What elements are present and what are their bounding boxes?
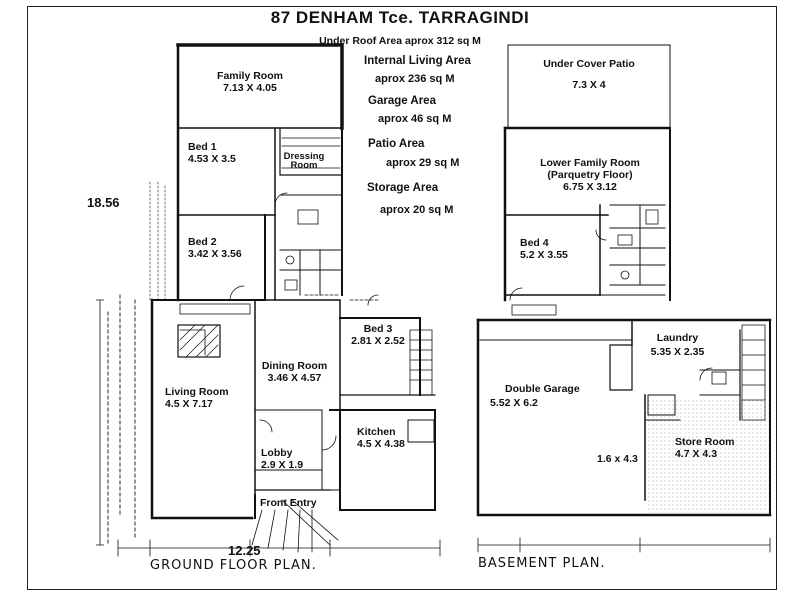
- room-small-store-size: 1.6 x 4.3: [597, 453, 638, 465]
- room-bed2-size: 3.42 X 3.56: [188, 248, 242, 260]
- room-patio: Under Cover Patio 7.3 X 4: [525, 58, 653, 91]
- area-value-patio: aprox 29 sq M: [386, 157, 460, 169]
- room-lobby: Lobby 2.9 X 1.9: [261, 447, 303, 471]
- room-bed4: Bed 4 5.2 X 3.55: [520, 237, 568, 261]
- room-bed1-name: Bed 1: [188, 141, 217, 153]
- room-bed1-size: 4.53 X 3.5: [188, 153, 236, 165]
- basement-plan-label: BASEMENT PLAN.: [478, 556, 606, 571]
- room-living-name: Living Room: [165, 386, 229, 398]
- room-bed4-name: Bed 4: [520, 237, 549, 249]
- room-living: Living Room 4.5 X 7.17: [165, 386, 229, 410]
- page-title: 87 DENHAM Tce. TARRAGINDI: [270, 8, 530, 27]
- room-patio-size: 7.3 X 4: [572, 79, 606, 91]
- room-kitchen: Kitchen 4.5 X 4.38: [357, 426, 405, 450]
- room-laundry-name: Laundry: [656, 332, 699, 344]
- room-bed3-size: 2.81 X 2.52: [351, 335, 405, 347]
- area-label-storage: Storage Area: [367, 182, 439, 194]
- room-lobby-name: Lobby: [261, 447, 293, 459]
- room-family-name: Family Room: [217, 70, 283, 82]
- room-laundry-size: 5.35 X 2.35: [650, 346, 705, 358]
- room-garage-size: 5.52 X 6.2: [490, 397, 538, 409]
- room-living-size: 4.5 X 7.17: [165, 398, 213, 410]
- room-store-size: 4.7 X 4.3: [675, 448, 718, 460]
- room-garage-name: Double Garage: [505, 383, 580, 395]
- room-dressing: Dressing Room: [283, 151, 325, 171]
- room-lower-family-note: (Parquetry Floor): [547, 169, 633, 181]
- room-patio-name: Under Cover Patio: [543, 58, 635, 70]
- room-bed2: Bed 2 3.42 X 3.56: [188, 236, 242, 260]
- room-store-name: Store Room: [675, 436, 735, 448]
- room-dining: Dining Room 3.46 X 4.57: [257, 360, 332, 384]
- room-lobby-size: 2.9 X 1.9: [261, 459, 304, 471]
- room-family-size: 7.13 X 4.05: [223, 82, 277, 94]
- area-label-internal: Internal Living Area: [364, 55, 471, 67]
- dimension-width: 12.25: [228, 543, 261, 558]
- room-bed2-name: Bed 2: [188, 236, 217, 248]
- ground-floor-walls: [107, 43, 441, 557]
- area-value-internal: aprox 236 sq M: [375, 73, 455, 85]
- room-dining-size: 3.46 X 4.57: [267, 372, 322, 384]
- area-value-storage: aprox 20 sq M: [380, 204, 454, 216]
- room-front-entry: Front Entry: [260, 497, 317, 509]
- room-bed3: Bed 3 2.81 X 2.52: [343, 323, 413, 347]
- basement-walls: [476, 44, 772, 553]
- room-bed1: Bed 1 4.53 X 3.5: [188, 141, 236, 165]
- area-label-garage: Garage Area: [368, 95, 436, 107]
- drawing-frame: [27, 6, 777, 590]
- room-kitchen-name: Kitchen: [357, 426, 396, 438]
- room-lower-family: Lower Family Room (Parquetry Floor) 6.75…: [525, 157, 655, 193]
- room-dining-name: Dining Room: [261, 360, 328, 372]
- room-bed4-size: 5.2 X 3.55: [520, 249, 568, 261]
- room-laundry: Laundry 5.35 X 2.35: [640, 332, 715, 358]
- room-family: Family Room 7.13 X 4.05: [200, 70, 300, 94]
- under-roof-area: Under Roof Area aprox 312 sq M: [319, 35, 481, 47]
- room-bed3-name: Bed 3: [363, 323, 393, 335]
- room-store: Store Room 4.7 X 4.3: [675, 436, 735, 460]
- room-garage: Double Garage 5.52 X 6.2: [490, 382, 580, 410]
- ground-floor-plan-label: GROUND FLOOR PLAN.: [150, 558, 317, 573]
- room-lower-family-name: Lower Family Room: [540, 157, 640, 169]
- store-room-fill: [647, 400, 769, 513]
- dimension-height: 18.56: [87, 195, 120, 210]
- room-kitchen-size: 4.5 X 4.38: [357, 438, 405, 450]
- area-value-garage: aprox 46 sq M: [378, 113, 452, 125]
- room-lower-family-size: 6.75 X 3.12: [563, 181, 617, 193]
- area-label-patio: Patio Area: [368, 138, 425, 150]
